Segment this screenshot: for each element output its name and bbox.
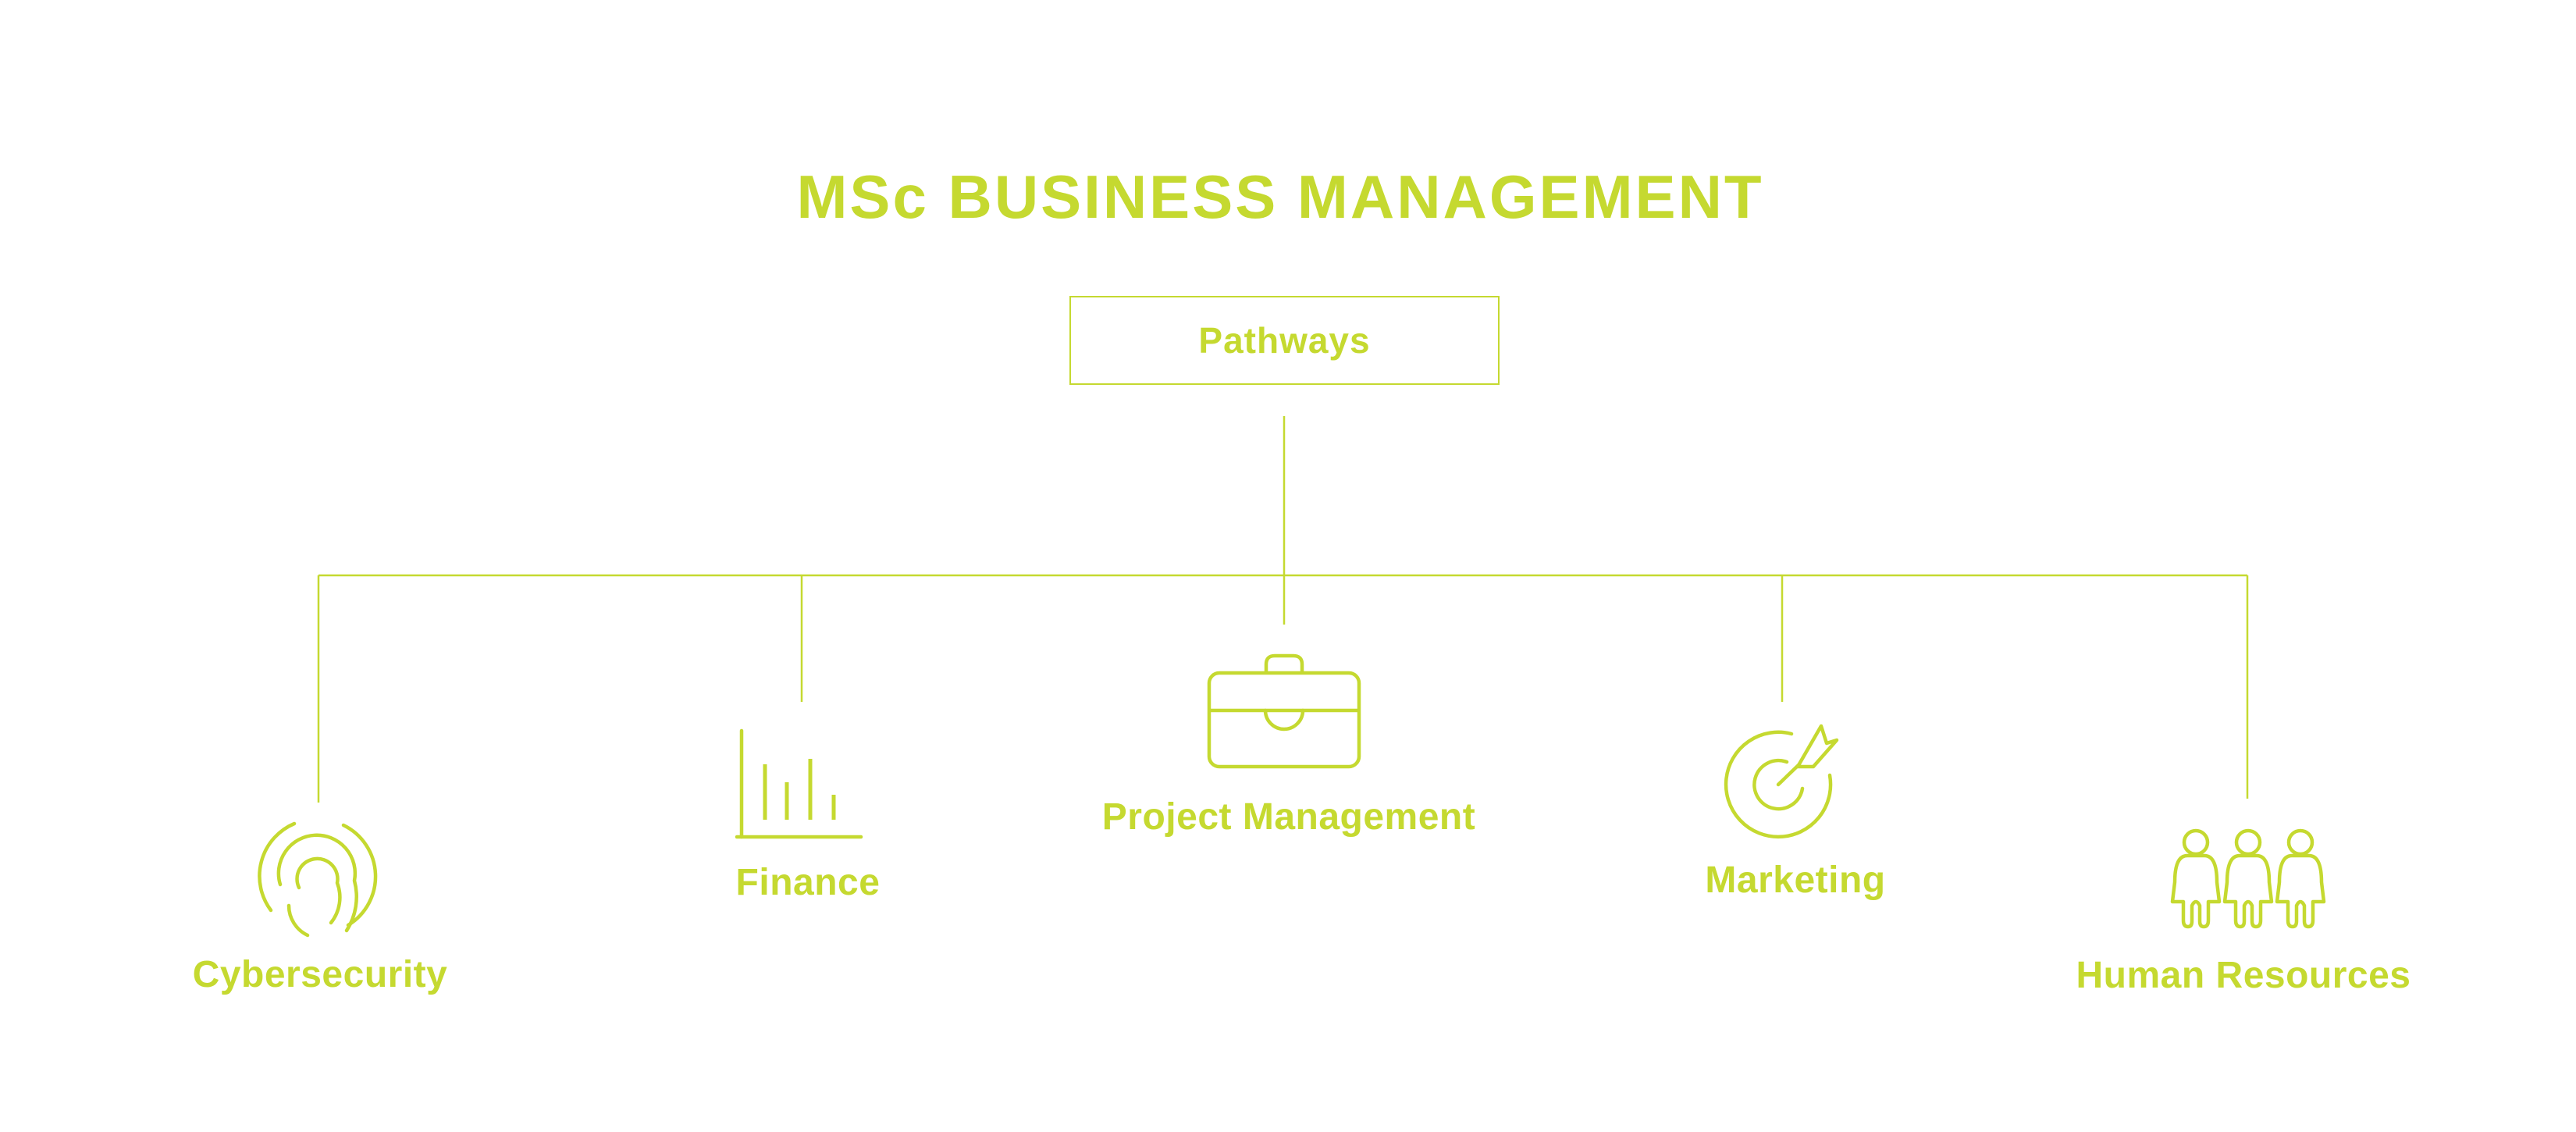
fingerprint-middle-whorl — [276, 833, 358, 933]
briefcase-icon — [1207, 653, 1361, 769]
target-arrow-icon — [1724, 724, 1839, 839]
pathways-label: Pathways — [1198, 320, 1371, 361]
person-3-body — [2275, 853, 2326, 929]
branch-label-human-resources: Human Resources — [2076, 955, 2411, 996]
person-2-head — [2234, 828, 2262, 856]
briefcase-handle — [1264, 653, 1304, 675]
target-inner-ring — [1752, 758, 1805, 811]
person-2-body — [2222, 853, 2274, 929]
diagram-title: MSc BUSINESS MANAGEMENT — [796, 162, 1764, 231]
people-icon — [2170, 828, 2326, 929]
person-3-head — [2286, 828, 2314, 856]
connector-lines — [317, 416, 2249, 803]
branch-label-cybersecurity: Cybersecurity — [192, 954, 448, 995]
target-arrow-flight — [1795, 724, 1839, 769]
target-outer-ring — [1724, 730, 1833, 839]
briefcase-clasp — [1263, 708, 1305, 732]
branch-label-project-management: Project Management — [1101, 796, 1476, 838]
bar-chart-icon — [735, 728, 863, 839]
person-1-body — [2170, 853, 2222, 929]
fingerprint-bottom-ridge — [286, 903, 310, 938]
briefcase-body — [1207, 671, 1361, 769]
pathways-box: Pathways — [1069, 296, 1500, 385]
person-1-head — [2182, 828, 2210, 856]
fingerprint-outer-right-arc — [341, 823, 378, 927]
fingerprint-outer-left-arc — [258, 821, 297, 913]
target-arrow-shaft — [1776, 762, 1802, 787]
branch-label-finance: Finance — [735, 862, 881, 903]
branch-label-marketing: Marketing — [1705, 860, 1886, 901]
fingerprint-icon — [258, 821, 378, 938]
fingerprint-inner-whorl — [295, 856, 342, 925]
